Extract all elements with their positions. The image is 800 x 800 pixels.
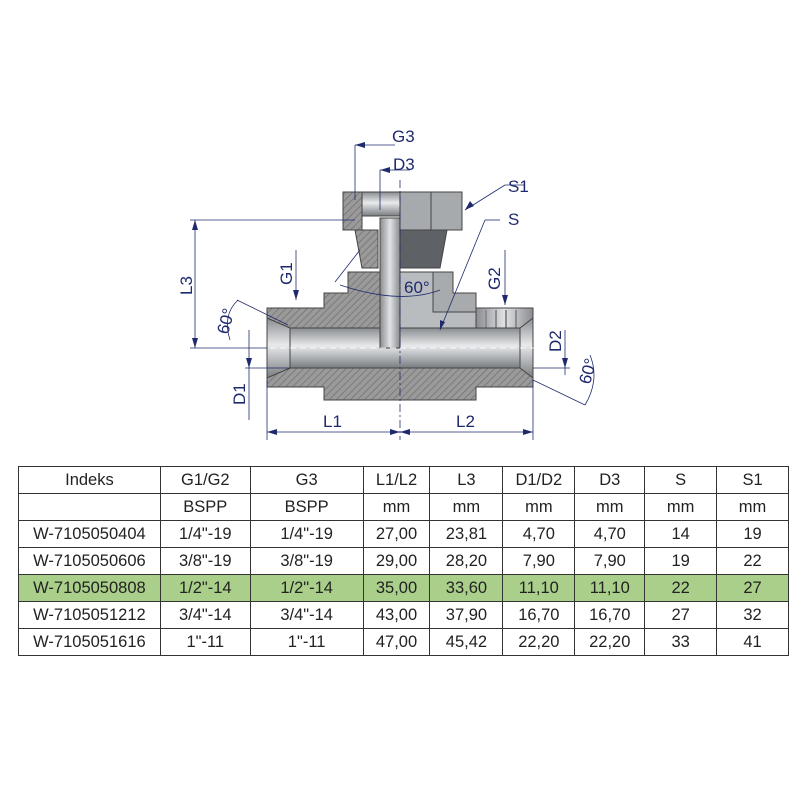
table-cell: 28,20 bbox=[429, 547, 504, 575]
table-cell: W-7105051616 bbox=[18, 628, 161, 656]
table-cell: 43,00 bbox=[362, 601, 431, 629]
table-cell: 4,70 bbox=[574, 520, 646, 548]
table-cell: 1/2"-14 bbox=[159, 574, 251, 602]
table-cell: 1"-11 bbox=[159, 628, 251, 656]
table-cell: 3/4"-14 bbox=[249, 601, 364, 629]
table-cell: 27,00 bbox=[362, 520, 431, 548]
table-cell: 11,10 bbox=[574, 574, 646, 602]
table-cell: 3/8"-19 bbox=[159, 547, 251, 575]
table-cell: 11,10 bbox=[502, 574, 576, 602]
table-cell: 1/2"-14 bbox=[249, 574, 364, 602]
fitting-body bbox=[266, 191, 534, 401]
label-g3: G3 bbox=[392, 127, 415, 146]
table-cell: mm bbox=[429, 493, 504, 521]
table-cell: 45,42 bbox=[429, 628, 504, 656]
table-cell: L3 bbox=[429, 466, 504, 494]
table-cell: 47,00 bbox=[362, 628, 431, 656]
table-cell: mm bbox=[644, 493, 718, 521]
label-l3: L3 bbox=[177, 276, 196, 295]
table-cell: 7,90 bbox=[574, 547, 646, 575]
table-cell: 22 bbox=[716, 547, 789, 575]
table-cell: 1/4"-19 bbox=[159, 520, 251, 548]
table-cell: 33,60 bbox=[429, 574, 504, 602]
table-cell: S bbox=[644, 466, 718, 494]
label-d1: D1 bbox=[230, 383, 249, 405]
table-cell: 16,70 bbox=[502, 601, 576, 629]
table-cell: BSPP bbox=[159, 493, 251, 521]
table-cell: 1"-11 bbox=[249, 628, 364, 656]
table-cell: 27 bbox=[716, 574, 789, 602]
table-cell: D1/D2 bbox=[502, 466, 576, 494]
table-cell: mm bbox=[716, 493, 789, 521]
table-cell: S1 bbox=[716, 466, 789, 494]
table-cell: 29,00 bbox=[362, 547, 431, 575]
table-cell: 22,20 bbox=[574, 628, 646, 656]
table-cell: 35,00 bbox=[362, 574, 431, 602]
table-cell: mm bbox=[574, 493, 646, 521]
label-l2: L2 bbox=[456, 412, 475, 431]
table-cell: 7,90 bbox=[502, 547, 576, 575]
dimension-arrows bbox=[192, 142, 568, 435]
table-cell: 19 bbox=[716, 520, 789, 548]
table-cell: 19 bbox=[644, 547, 718, 575]
table-cell: 3/8"-19 bbox=[249, 547, 364, 575]
table-cell: mm bbox=[362, 493, 431, 521]
table-cell: mm bbox=[502, 493, 576, 521]
label-l1: L1 bbox=[323, 412, 342, 431]
table-cell: BSPP bbox=[249, 493, 364, 521]
label-angle-right: 60° bbox=[576, 356, 601, 386]
label-d2: D2 bbox=[546, 330, 565, 352]
table-cell: W-7105050606 bbox=[18, 547, 161, 575]
table-cell: W-7105051212 bbox=[18, 601, 161, 629]
table-cell: 4,70 bbox=[502, 520, 576, 548]
label-g1: G1 bbox=[277, 262, 296, 285]
table-cell: W-7105050404 bbox=[18, 520, 161, 548]
table-cell: 22,20 bbox=[502, 628, 576, 656]
table-cell: L1/L2 bbox=[362, 466, 431, 494]
table-cell: W-7105050808 bbox=[18, 574, 161, 602]
label-angle-top: 60° bbox=[404, 278, 430, 297]
table-cell: 27 bbox=[644, 601, 718, 629]
table-cell: D3 bbox=[574, 466, 646, 494]
table-cell: Indeks bbox=[18, 466, 161, 494]
table-cell: 14 bbox=[644, 520, 718, 548]
label-d3: D3 bbox=[393, 155, 415, 174]
label-angle-left: 60° bbox=[214, 306, 239, 336]
table-cell bbox=[18, 493, 161, 521]
label-s: S bbox=[508, 210, 519, 229]
table-cell: 22 bbox=[644, 574, 718, 602]
fitting-technical-drawing: G3 D3 S1 S 60° L1 L2 L3 G1 G2 D1 D2 60° … bbox=[177, 127, 601, 440]
table-cell: 3/4"-14 bbox=[159, 601, 251, 629]
label-g2: G2 bbox=[485, 267, 504, 290]
table-cell: 33 bbox=[644, 628, 718, 656]
table-cell: 32 bbox=[716, 601, 789, 629]
table-cell: 37,90 bbox=[429, 601, 504, 629]
table-cell: 23,81 bbox=[429, 520, 504, 548]
table-cell: G3 bbox=[249, 466, 364, 494]
label-s1: S1 bbox=[508, 177, 529, 196]
table-cell: 1/4"-19 bbox=[249, 520, 364, 548]
table-cell: 41 bbox=[716, 628, 789, 656]
table-cell: G1/G2 bbox=[159, 466, 251, 494]
table-cell: 16,70 bbox=[574, 601, 646, 629]
